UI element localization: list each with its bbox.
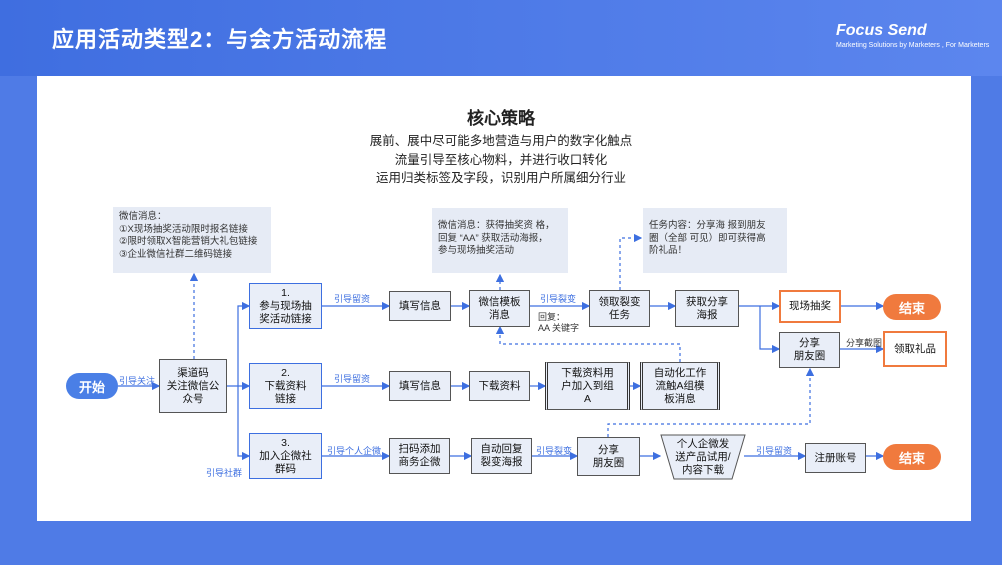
label-guide-fission-1: 引导裂变 (540, 294, 577, 304)
label-guide-follow: 引导关注 (119, 376, 156, 386)
strategy-title: 核心策略 (467, 109, 535, 128)
label-guide-personal-wecom: 引导个人企微 (327, 446, 382, 456)
task-content-note: 任务内容：分享海 报到朋友 圈（全部 可见）即可获得高 阶礼品！ (643, 208, 787, 273)
strategy-line: 展前、展中尽可能多地营造与用户的数字化触点 (369, 134, 633, 148)
note-line: ③企业微信社群二维码链接 (119, 248, 233, 260)
branch-lottery-link-box: 1.参与现场抽奖活动链接 (249, 283, 322, 329)
brand-logo: Focus Send Marketing Solutions by Market… (836, 22, 989, 49)
wechat-message-note-2: 微信消息：获得抽奖资 格， 回复 “AA” 获取活动海报， 参与现场抽奖活动 (432, 208, 568, 273)
note-line: 微信消息： (119, 211, 167, 222)
label-guide-info-2: 引导留资 (334, 374, 371, 384)
note-line: ②限时领取X智能营销大礼包链接 (119, 236, 258, 247)
page-title: 应用活动类型2：与会方活动流程 (52, 27, 388, 52)
end-node-1: 结束 (883, 294, 941, 320)
share-moments-box-2: 分享朋友圈 (577, 437, 640, 476)
wechat-template-box: 微信模板消息 (469, 290, 530, 327)
register-account-box: 注册账号 (805, 443, 866, 473)
label-reply-keyword: 回复：AA 关键字 (538, 312, 580, 333)
note-line: ①X现场抽奖活动限时报名链接 (119, 223, 248, 235)
share-moments-box-1: 分享朋友圈 (779, 332, 840, 368)
label-share-screenshot: 分享截图 (846, 338, 883, 348)
brand-name: Focus Send (836, 22, 927, 39)
personal-wecom-trapezoid (660, 434, 746, 480)
onsite-lottery-box: 现场抽奖 (779, 290, 841, 323)
note-line: 参与现场抽奖活动 (438, 245, 515, 256)
note-line: 回复 “AA” 获取活动海报， (438, 232, 548, 244)
note-line: 任务内容：分享海 报到朋友 (649, 220, 766, 231)
end-node-2: 结束 (883, 444, 941, 470)
branch-download-link-box: 2.下载资料链接 (249, 363, 322, 409)
start-node: 开始 (66, 373, 118, 399)
header-bar: 应用活动类型2：与会方活动流程 Focus Send Marketing Sol… (0, 0, 1002, 76)
download-material-box: 下载资料 (469, 371, 530, 401)
label-guide-info-3: 引导留资 (756, 446, 793, 456)
label-guide-fission-2: 引导裂变 (536, 446, 573, 456)
channel-code-box: 渠道码关注微信公众号 (159, 359, 227, 413)
fill-info-box-2: 填写信息 (389, 371, 451, 401)
label-guide-info-1: 引导留资 (334, 294, 371, 304)
brand-tagline: Marketing Solutions by Marketers , For M… (836, 42, 990, 49)
claim-gift-box: 领取礼品 (883, 331, 947, 367)
strategy-line: 运用归类标签及字段，识别用户所属细分行业 (375, 171, 626, 185)
wechat-message-note-1: 微信消息： ①X现场抽奖活动限时报名链接 ②限时领取X智能营销大礼包链接 ③企业… (113, 207, 271, 273)
label-guide-community: 引导社群 (206, 468, 243, 478)
strategy-text: 展前、展中尽可能多地营造与用户的数字化触点 流量引导至核心物料，并进行收口转化 … (0, 132, 1002, 188)
strategy-line: 流量引导至核心物料，并进行收口转化 (394, 152, 608, 167)
personal-wecom-text: 个人企微发送产品试用/内容下载 (675, 437, 731, 476)
get-poster-box: 获取分享海报 (675, 290, 739, 327)
automation-workflow-box: 自动化工作流触A组模板消息 (640, 362, 720, 410)
scan-add-wecom-box: 扫码添加商务企微 (389, 438, 450, 474)
branch-join-group-box: 3.加入企微社群码 (249, 433, 322, 479)
fill-info-box-1: 填写信息 (389, 291, 451, 321)
auto-reply-poster-box: 自动回复裂变海报 (471, 438, 532, 474)
fission-task-box: 领取裂变任务 (589, 290, 650, 327)
note-line: 微信消息：获得抽奖资 格， (438, 220, 555, 231)
note-line: 阶礼品！ (649, 245, 688, 256)
note-line: 圈（全部 可见）即可获得高 (649, 232, 766, 244)
